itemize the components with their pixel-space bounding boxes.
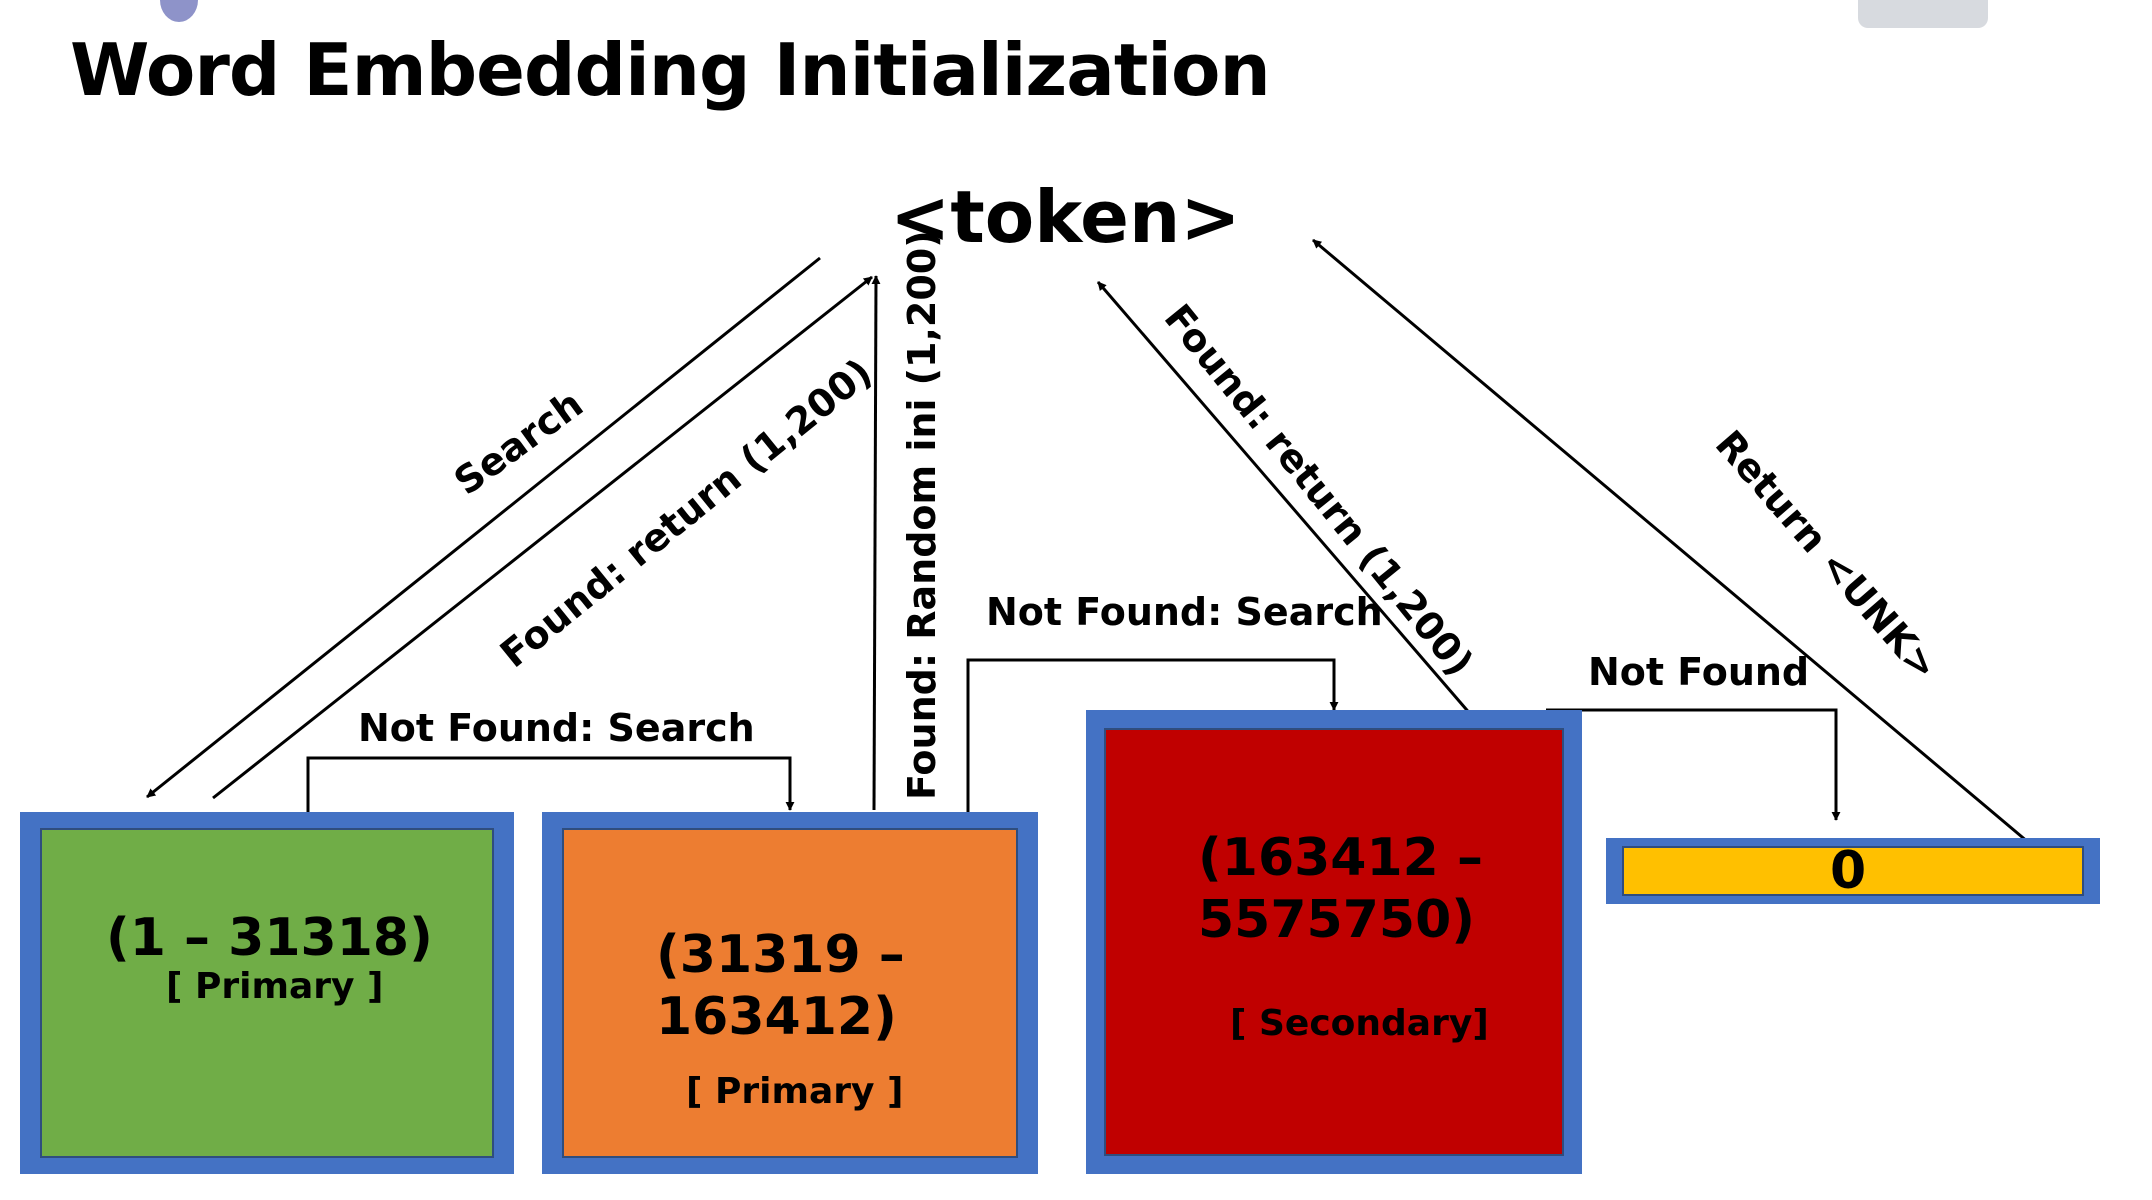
primary-range-box-2-fill — [562, 828, 1018, 1158]
unk-box-value: 0 — [1830, 841, 1867, 901]
return-unk-arrow — [1312, 238, 2029, 844]
primary-range-box-1-fill — [40, 828, 494, 1158]
found-random-label: Found: Random ini (1,200) — [900, 230, 944, 800]
found-return-arrow-1 — [212, 275, 873, 800]
not-found-arrow — [1546, 708, 1841, 821]
box-1-range: (1 – 31318) — [106, 908, 433, 968]
logo-fragment — [1858, 0, 1988, 28]
primary-range-box-1 — [20, 812, 514, 1174]
box-1-tag: [ Primary ] — [166, 966, 384, 1007]
box-3-range-line-2: 5575750) — [1198, 890, 1476, 950]
not-found-search-label-2: Not Found: Search — [986, 590, 1383, 634]
found-random-arrow — [871, 275, 881, 811]
corner-decoration — [160, 0, 198, 22]
not-found-search-arrow-2 — [966, 658, 1339, 812]
box-3-tag: [ Secondary] — [1230, 1003, 1489, 1044]
search-arrow — [146, 256, 821, 799]
not-found-search-label-1: Not Found: Search — [358, 706, 755, 750]
not-found-label: Not Found — [1588, 650, 1810, 694]
box-2-range-line-1: (31319 – — [656, 925, 905, 985]
box-3-range-line-1: (163412 – — [1198, 828, 1483, 888]
primary-range-box-2 — [542, 812, 1038, 1174]
token-label: <token> — [890, 175, 1241, 259]
unk-box-fill — [1622, 846, 2084, 896]
box-2-range-line-2: 163412) — [656, 987, 897, 1047]
box-2-tag: [ Primary ] — [686, 1071, 904, 1112]
not-found-search-arrow-1 — [306, 756, 795, 812]
unk-box — [1606, 838, 2100, 904]
secondary-range-box-fill — [1104, 728, 1564, 1156]
slide-title: Word Embedding Initialization — [70, 28, 1271, 112]
found-return-arrow-2 — [1096, 281, 1474, 717]
secondary-range-box — [1086, 710, 1582, 1174]
